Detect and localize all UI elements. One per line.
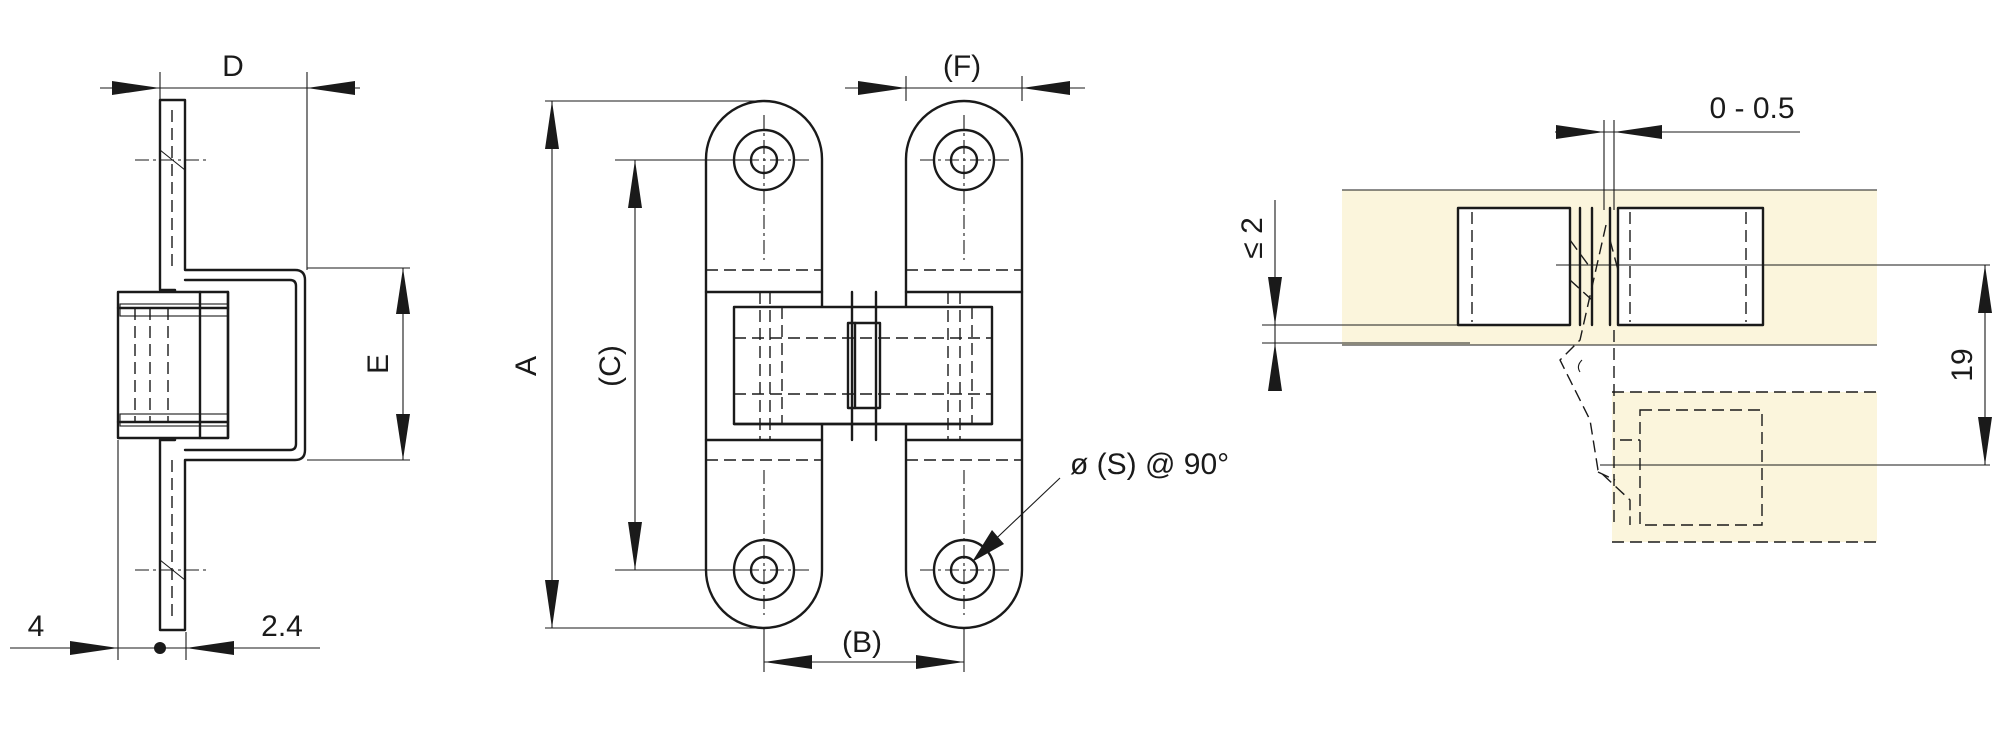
side-view — [10, 72, 410, 660]
side-view-plate-inner — [183, 278, 298, 452]
dimension-label-f: (F) — [943, 50, 981, 83]
dimension-label-e: E — [362, 354, 395, 374]
front-view — [545, 76, 1085, 672]
installed-left-body — [1456, 206, 1572, 327]
dimension-label-s: ø (S) @ 90° — [1070, 448, 1229, 481]
dimension-label-b: (B) — [842, 626, 882, 659]
installed-view — [1262, 120, 1992, 543]
installed-open-body — [1639, 409, 1763, 526]
dimension-label-gap: 0 - 0.5 — [1709, 92, 1794, 125]
dimension-label-a: A — [510, 356, 543, 376]
dimension-label-4: 4 — [28, 610, 45, 643]
front-view-mechanism — [732, 305, 994, 426]
dimension-label-19: 19 — [1946, 348, 1979, 381]
installed-right-body — [1616, 206, 1765, 327]
dimension-label-d: D — [222, 50, 244, 83]
dimension-label-le2: ≤ 2 — [1236, 217, 1269, 258]
dimension-label-c: (C) — [594, 345, 627, 387]
frame-wood — [1612, 392, 1877, 542]
dimension-label-2-4: 2.4 — [261, 610, 303, 643]
side-view-plate — [158, 98, 307, 632]
